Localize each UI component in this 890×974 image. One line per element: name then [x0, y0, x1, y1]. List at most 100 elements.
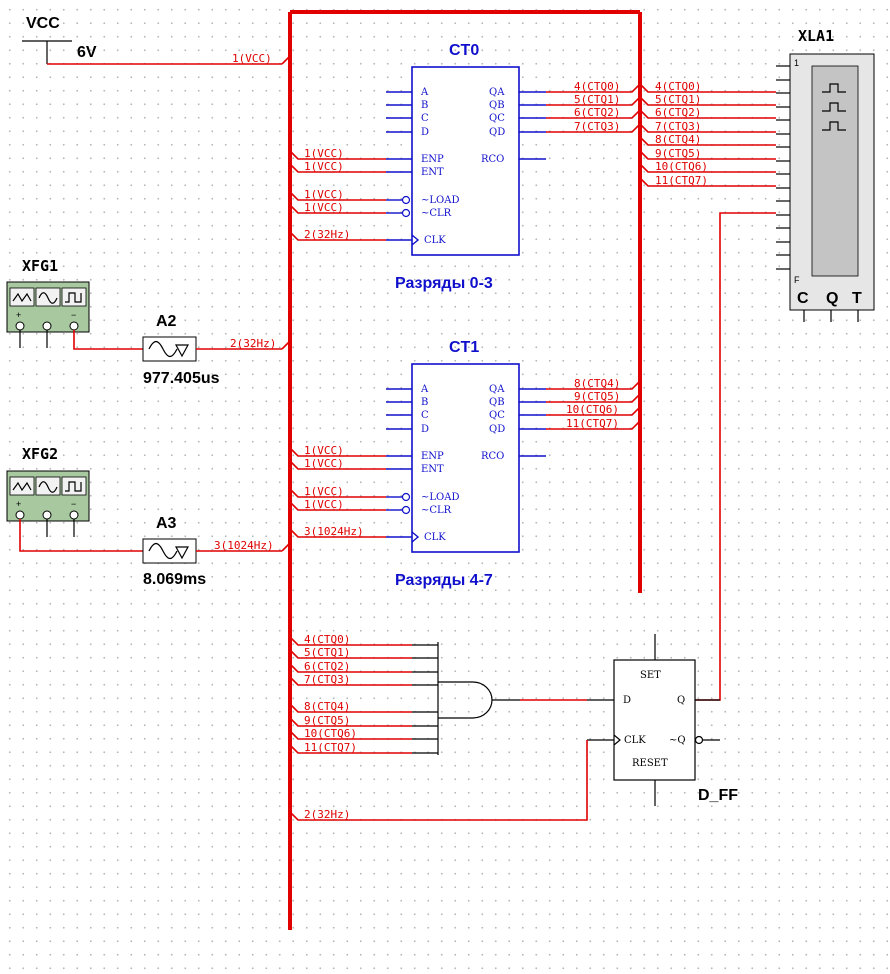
svg-text:−: −	[71, 499, 76, 509]
xla1-input-nets[interactable]: 4(CTQ0) 5(CTQ1) 6(CTQ2) 7(CTQ3) 8(CTQ4) …	[639, 80, 776, 187]
ct1-input-nets[interactable]: 1(VCC) 1(VCC) 1(VCC) 1(VCC) 3(1024Hz)	[289, 444, 386, 538]
counter-ct1[interactable]: CT1 Разряды 4-7 A B C D ENP ENT ~LOAD ~C…	[386, 339, 546, 589]
ct0-pin-clr: ~CLR	[421, 208, 452, 219]
dff-pin-d: D	[623, 695, 631, 706]
meter-wave-icon	[148, 340, 178, 358]
square-wave-icon	[65, 481, 82, 492]
ct0-net-clr: 1(VCC)	[304, 201, 344, 214]
and-gate-8-input[interactable]	[412, 642, 520, 755]
ct0-pin-c: C	[421, 113, 429, 124]
ct0-net-qa: 4(CTQ0)	[574, 80, 620, 93]
sine-wave-icon	[38, 481, 58, 493]
dff-title: D_FF	[698, 787, 738, 804]
and-net-4: 8(CTQ4)	[304, 700, 350, 713]
ct1-net-qd: 11(CTQ7)	[566, 417, 619, 430]
d-flip-flop[interactable]: SET D Q CLK ~Q RESET D_FF	[587, 634, 738, 806]
ct0-pin-clk: CLK	[424, 235, 446, 246]
ct1-pin-qc: QC	[489, 410, 505, 421]
svg-text:+: +	[16, 499, 21, 509]
ct1-title: CT1	[449, 339, 479, 356]
dff-clk-net[interactable]	[289, 740, 588, 821]
sine-wave-icon	[38, 292, 58, 304]
logic-analyzer-xla1[interactable]: XLA1 1 F C Q T	[776, 27, 875, 322]
counter-ct0[interactable]: CT0 Разряды 0-3 A B C D ENP ENT ~LOAD ~C…	[386, 42, 546, 292]
ct0-subtitle: Разряды 0-3	[395, 275, 493, 292]
dff-pin-q: Q	[677, 695, 685, 706]
xla1-net-1: 5(CTQ1)	[655, 93, 701, 106]
ct1-pin-d: D	[421, 424, 429, 435]
ct1-output-nets[interactable]: 8(CTQ4) 9(CTQ5) 10(CTQ6) 11(CTQ7)	[546, 377, 641, 430]
ct1-pin-rco: RCO	[481, 451, 504, 462]
meter-wave-icon	[148, 542, 178, 560]
and-gate-input-nets[interactable]: 4(CTQ0) 5(CTQ1) 6(CTQ2) 7(CTQ3) 8(CTQ4) …	[289, 633, 412, 754]
ct0-pin-b: B	[421, 100, 428, 111]
vcc-net-label: 1(VCC)	[232, 52, 272, 65]
ct1-pin-clr: ~CLR	[421, 505, 452, 516]
a3-net-label: 3(1024Hz)	[214, 539, 274, 552]
and-net-0: 4(CTQ0)	[304, 633, 350, 646]
ct1-net-qc: 10(CTQ6)	[566, 403, 619, 416]
xla1-net-7: 11(CTQ7)	[655, 174, 708, 187]
a2-title: A2	[156, 313, 177, 330]
dff-pin-set: SET	[640, 670, 661, 681]
ct1-subtitle: Разряды 4-7	[395, 572, 493, 589]
dff-q-to-xla1-wire[interactable]	[695, 212, 776, 701]
xla1-bottom: F	[794, 275, 800, 285]
ct0-net-qd: 7(CTQ3)	[574, 120, 620, 133]
xla1-net-5: 9(CTQ5)	[655, 147, 701, 160]
ct0-net-qb: 5(CTQ1)	[574, 93, 620, 106]
dff-pin-clk: CLK	[624, 735, 646, 746]
xla1-pin-c: C	[797, 290, 809, 307]
and-net-1: 5(CTQ1)	[304, 646, 350, 659]
and-net-2: 6(CTQ2)	[304, 660, 350, 673]
ct1-pin-a: A	[420, 384, 429, 395]
ct1-net-clk: 3(1024Hz)	[304, 525, 364, 538]
ct0-pin-a: A	[420, 87, 429, 98]
ct1-net-ent: 1(VCC)	[304, 457, 344, 470]
triangle-wave-icon	[12, 481, 32, 492]
ct0-pin-d: D	[421, 127, 429, 138]
xla1-top: 1	[794, 58, 799, 68]
frequency-meter-a3[interactable]: A3 8.069ms	[142, 515, 206, 588]
vcc-source[interactable]: VCC 6V	[22, 15, 97, 64]
ct1-pin-ent: ENT	[421, 464, 444, 475]
xla1-net-6: 10(CTQ6)	[655, 160, 708, 173]
vcc-value: 6V	[77, 44, 97, 61]
triangle-wave-icon	[12, 292, 32, 303]
ct0-output-nets[interactable]: 4(CTQ0) 5(CTQ1) 6(CTQ2) 7(CTQ3)	[546, 80, 641, 133]
and-net-3: 7(CTQ3)	[304, 673, 350, 686]
function-generator-xfg2[interactable]: XFG2 + −	[6, 445, 90, 537]
and-net-5: 9(CTQ5)	[304, 714, 350, 727]
ct1-pin-b: B	[421, 397, 428, 408]
ct0-pin-qb: QB	[489, 100, 505, 111]
svg-text:+: +	[16, 310, 21, 320]
ct0-net-clk: 2(32Hz)	[304, 228, 350, 241]
xfg2-wire[interactable]	[19, 519, 143, 552]
xla1-net-0: 4(CTQ0)	[655, 80, 701, 93]
xla1-pin-t: T	[852, 290, 862, 307]
ct0-net-load: 1(VCC)	[304, 188, 344, 201]
a2-net-label: 2(32Hz)	[230, 337, 276, 350]
frequency-meter-a2[interactable]: A2 977.405us	[142, 313, 220, 387]
ct0-net-ent: 1(VCC)	[304, 160, 344, 173]
ct1-pin-qd: QD	[489, 424, 505, 435]
function-generator-xfg1[interactable]: XFG1 + −	[6, 257, 90, 348]
square-wave-icon	[65, 292, 82, 303]
ct1-net-load: 1(VCC)	[304, 485, 344, 498]
dff-clk-net-label: 2(32Hz)	[304, 808, 350, 821]
dff-pin-reset: RESET	[632, 758, 668, 769]
ct0-pin-ent: ENT	[421, 167, 444, 178]
xfg1-wire[interactable]	[73, 330, 143, 350]
ct1-net-qa: 8(CTQ4)	[574, 377, 620, 390]
ct1-net-qb: 9(CTQ5)	[574, 390, 620, 403]
xla1-title: XLA1	[798, 27, 834, 45]
ct0-net-qc: 6(CTQ2)	[574, 106, 620, 119]
ct0-input-nets[interactable]: 1(VCC) 1(VCC) 1(VCC) 1(VCC) 2(32Hz)	[289, 147, 386, 241]
ct1-pin-qb: QB	[489, 397, 505, 408]
ct0-pin-qd: QD	[489, 127, 505, 138]
xfg1-title: XFG1	[22, 257, 58, 275]
a3-title: A3	[156, 515, 177, 532]
ct0-title: CT0	[449, 42, 479, 59]
and-net-7: 11(CTQ7)	[304, 741, 357, 754]
